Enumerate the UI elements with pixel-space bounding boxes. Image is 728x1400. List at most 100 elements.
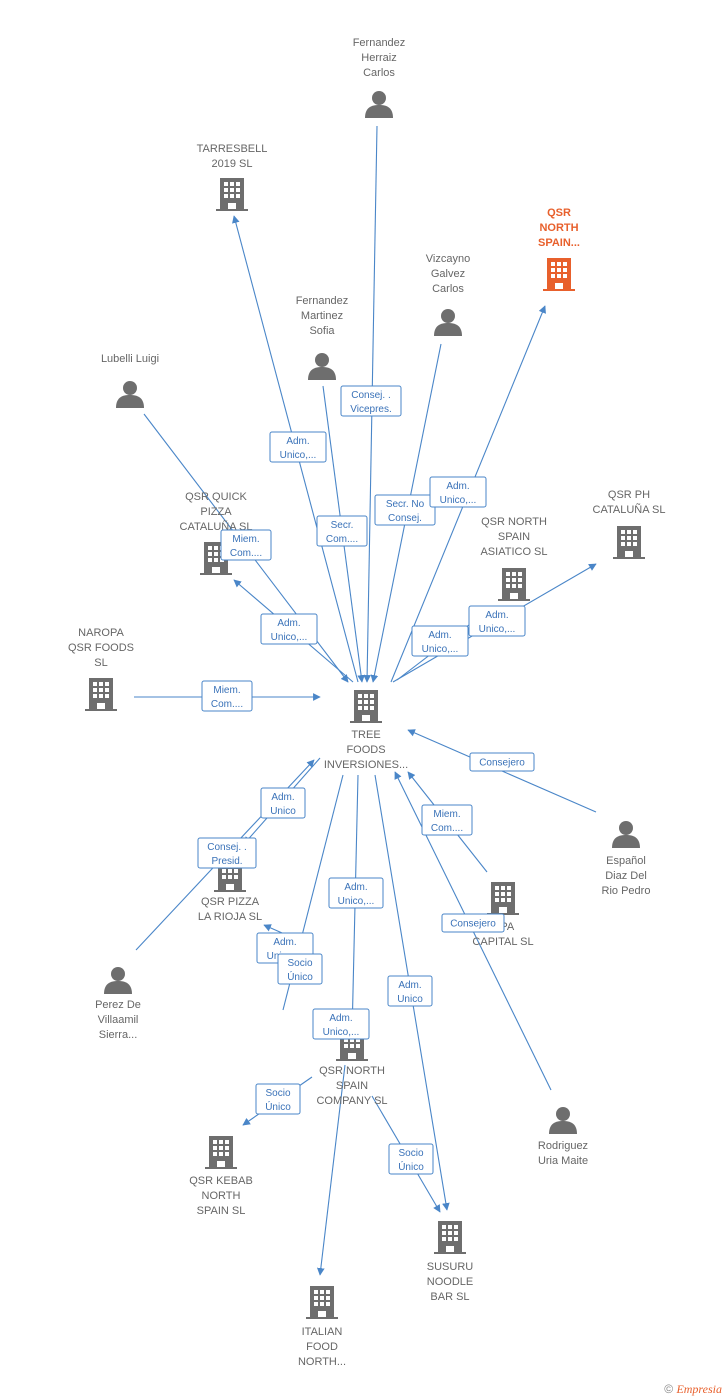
- building-icon: [543, 258, 575, 291]
- relation-label-9[interactable]: Miem.Com....: [201, 680, 253, 712]
- node-label-line: Carlos: [432, 283, 464, 295]
- node-label-line: SPAIN: [498, 531, 530, 543]
- relation-label-11[interactable]: Adm.Unico: [260, 787, 306, 819]
- relation-label-13[interactable]: Miem.Com....: [421, 804, 473, 836]
- node-label-line: Rodriguez: [538, 1140, 588, 1152]
- relation-text: Adm.: [398, 980, 421, 991]
- relation-text: Presid.: [211, 856, 242, 867]
- person-icon: [365, 91, 393, 118]
- relation-label-19[interactable]: Adm. Unico: [387, 975, 433, 1007]
- relation-label-7[interactable]: Adm.Unico,...: [468, 605, 526, 637]
- relation-box: [374, 494, 436, 526]
- relation-text: Miem.: [213, 685, 240, 696]
- relation-label-12[interactable]: Consej. . Presid.: [197, 837, 257, 869]
- relation-label-5[interactable]: Miem.Com....: [220, 529, 272, 561]
- node-label-line: QSR QUICK: [185, 491, 247, 503]
- relation-text: Secr. No: [386, 499, 425, 510]
- node-label-line: SL: [94, 657, 107, 669]
- relation-text: Miem.: [232, 534, 259, 545]
- node-label-line: 2019 SL: [212, 158, 253, 170]
- node-label-line: SUSURU: [427, 1261, 474, 1273]
- relation-text: Único: [398, 1160, 424, 1173]
- relation-text: Unico,...: [440, 495, 477, 506]
- node-label-line: QSR NORTH: [481, 516, 547, 528]
- node-label-line: Vizcayno: [426, 253, 470, 265]
- relation-label-18[interactable]: Adm.Unico,...: [312, 1008, 370, 1040]
- node-label-line: ITALIAN: [302, 1326, 343, 1338]
- relation-label-15[interactable]: Consejero: [441, 913, 505, 933]
- relation-label-8[interactable]: Adm.Unico,...: [411, 625, 469, 657]
- footer-brand[interactable]: © Empresia: [664, 1382, 722, 1397]
- relation-label-1[interactable]: Adm. Unico,...: [269, 431, 327, 463]
- relation-label-3[interactable]: Adm.Unico,...: [429, 476, 487, 508]
- node-label-line: Uria Maite: [538, 1155, 588, 1167]
- relation-box: [340, 385, 402, 417]
- relation-box: [441, 913, 505, 933]
- building-icon: [350, 690, 382, 723]
- relation-text: Secr.: [331, 520, 354, 531]
- relation-box: [468, 605, 526, 637]
- node-label-line: CAPITAL SL: [472, 936, 533, 948]
- relation-box: [269, 431, 327, 463]
- node-label-line: BAR SL: [430, 1291, 469, 1303]
- node-label-line: Español: [606, 855, 646, 867]
- node-label-line: QSR PH: [608, 489, 650, 501]
- relation-text: Único: [287, 970, 313, 983]
- node-susuru[interactable]: SUSURU NOODLE BAR SL: [427, 1221, 474, 1303]
- relation-label-10[interactable]: Consejero: [469, 752, 535, 772]
- relation-label-0[interactable]: Consej. .Vicepres.: [340, 385, 402, 417]
- relation-text: Unico,...: [280, 450, 317, 461]
- relation-text: Consej.: [388, 513, 422, 524]
- node-label-line: Fernandez: [353, 37, 406, 49]
- relation-label-4[interactable]: Secr.Com....: [316, 515, 368, 547]
- node-qsrns[interactable]: QSRNORTHSPAIN...: [538, 207, 580, 291]
- relation-box: [411, 625, 469, 657]
- relation-text: Consejero: [479, 758, 525, 769]
- building-icon: [306, 1286, 338, 1319]
- node-label-line: QSR NORTH: [319, 1065, 385, 1077]
- relation-text: Com....: [431, 823, 463, 834]
- relation-text: Unico: [397, 994, 423, 1005]
- building-icon: [487, 882, 519, 915]
- relation-text: Adm.: [485, 610, 508, 621]
- node-perez[interactable]: Perez DeVillaamilSierra...: [95, 967, 141, 1041]
- relation-text: Consejero: [450, 919, 496, 930]
- node-lubelli[interactable]: Lubelli Luigi: [101, 353, 159, 408]
- relation-text: Consej. .: [207, 842, 246, 853]
- node-label-line: Diaz Del: [605, 870, 647, 882]
- node-label-line: QSR: [547, 207, 571, 219]
- node-qsrph[interactable]: QSR PH CATALUÑA SL: [593, 489, 666, 559]
- node-label-line: COMPANY SL: [316, 1095, 387, 1107]
- relation-box: [197, 837, 257, 869]
- relation-label-14[interactable]: Adm.Unico,...: [328, 877, 384, 909]
- relation-box: [260, 613, 318, 645]
- person-icon: [116, 381, 144, 408]
- node-label-line: Lubelli Luigi: [101, 353, 159, 365]
- node-label-line: NOODLE: [427, 1276, 473, 1288]
- node-label-line: NORTH: [202, 1190, 241, 1202]
- node-label-line: Rio Pedro: [602, 885, 651, 897]
- relation-text: Adm.: [344, 882, 367, 893]
- node-label-line: Galvez: [431, 268, 465, 280]
- node-label-line: CATALUÑA SL: [593, 503, 666, 516]
- node-italian[interactable]: ITALIANFOODNORTH...: [298, 1286, 346, 1368]
- node-center[interactable]: TREEFOODSINVERSIONES...: [324, 690, 408, 771]
- relation-label-6[interactable]: Adm.Unico,...: [260, 613, 318, 645]
- relation-text: Adm.: [286, 436, 309, 447]
- relation-label-2[interactable]: Secr. No Consej.: [374, 494, 436, 526]
- node-label-line: FOODS: [346, 744, 385, 756]
